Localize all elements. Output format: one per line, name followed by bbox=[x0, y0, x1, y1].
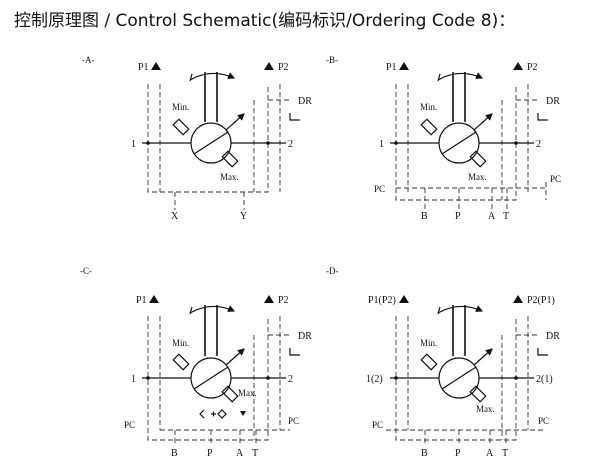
panel-a-p2-label: P2 bbox=[278, 62, 289, 73]
panel-a-p2-triangle bbox=[264, 62, 274, 70]
panel-c-pc-right: PC bbox=[288, 416, 299, 426]
panel-b-port2-label: 2 bbox=[536, 139, 541, 150]
panel-d-drain-symbol bbox=[537, 348, 548, 356]
panel-d-p-label: P bbox=[455, 448, 461, 459]
panel-a-p1-label: P1 bbox=[138, 62, 149, 73]
panel-b-min-piston bbox=[420, 118, 438, 136]
panel-a-p1-triangle bbox=[151, 62, 161, 70]
panel-c-a-label: A bbox=[236, 448, 244, 459]
panel-b-p2-triangle bbox=[513, 62, 523, 70]
panel-b-port1-label: 1 bbox=[379, 139, 384, 150]
panel-b-p2-label: P2 bbox=[527, 62, 538, 73]
panel-c-p2-triangle bbox=[264, 295, 274, 303]
panel-d-p2-triangle bbox=[513, 295, 523, 303]
panel-a-x-label: X bbox=[171, 211, 179, 222]
panel-d-min-label: Min. bbox=[420, 338, 437, 348]
panel-b-pc-left: PC bbox=[374, 184, 385, 194]
panel-c-p-label: P bbox=[207, 448, 213, 459]
panel-d-pc-right: PC bbox=[538, 416, 549, 426]
panel-b-pc-right: PC bbox=[550, 174, 561, 184]
panel-b-frame bbox=[395, 84, 517, 201]
panel-c-p1-label: P1 bbox=[136, 295, 147, 306]
panel-c: -C- P1 P2 Min. Max. 1 2 DR P bbox=[80, 266, 312, 459]
panel-c-rotation-arrow bbox=[189, 305, 236, 314]
panel-c-p2-label: P2 bbox=[278, 295, 289, 306]
panel-d-b-label: B bbox=[421, 448, 428, 459]
panel-d-a-label: A bbox=[486, 448, 494, 459]
panel-a-min-piston bbox=[172, 118, 190, 136]
panel-c-signal-chevron bbox=[199, 409, 205, 419]
panel-b-p1-label: P1 bbox=[386, 62, 397, 73]
panel-d-pc-left: PC bbox=[372, 420, 383, 430]
panel-d-p2-label: P2(P1) bbox=[527, 295, 555, 306]
panel-c-t-label: T bbox=[252, 448, 258, 459]
panel-c-port1-label: 1 bbox=[131, 374, 136, 385]
panel-d-max-label: Max. bbox=[476, 404, 495, 414]
panel-c-min-piston bbox=[172, 353, 190, 371]
panel-a-y-label: Y bbox=[240, 211, 247, 222]
panel-d: -D- P1(P2) P2(P1) Min. Max. 1(2) 2(1) DR… bbox=[326, 266, 560, 459]
panel-a-drain-symbol bbox=[289, 113, 300, 121]
panel-b-b-label: B bbox=[421, 211, 428, 222]
panel-b-t-label: T bbox=[503, 211, 509, 222]
panel-c-drain-symbol bbox=[289, 348, 300, 356]
panel-b-tag: -B- bbox=[326, 55, 338, 65]
panel-c-max-piston bbox=[221, 385, 239, 403]
panel-d-port2-label: 2(1) bbox=[536, 374, 553, 385]
panel-c-tag: -C- bbox=[80, 266, 92, 276]
panel-b-max-label: Max. bbox=[468, 172, 487, 182]
panel-c-dr-label: DR bbox=[298, 331, 312, 342]
panel-d-p1-label: P1(P2) bbox=[368, 295, 396, 306]
panel-b-max-piston bbox=[469, 150, 487, 168]
panel-a-port1-label: 1 bbox=[131, 139, 136, 150]
panel-c-signal-diamond bbox=[217, 409, 227, 419]
panel-c-min-label: Min. bbox=[172, 338, 189, 348]
panel-d-max-piston bbox=[469, 385, 487, 403]
panel-c-signal-triangle bbox=[240, 411, 246, 416]
panel-a-dr-label: DR bbox=[298, 96, 312, 107]
panel-c-max-label: Max. bbox=[238, 388, 257, 398]
panel-b-rotation-arrow bbox=[437, 72, 484, 81]
panel-a: -A- P1 P2 Min. Max. 1 2 DR bbox=[82, 55, 312, 222]
panel-c-port2-label: 2 bbox=[288, 374, 293, 385]
panel-c-b-label: B bbox=[171, 448, 178, 459]
panel-b-a-label: A bbox=[488, 211, 496, 222]
panel-a-tag: -A- bbox=[82, 55, 95, 65]
panel-b-p1-triangle bbox=[399, 62, 409, 70]
panel-d-rotation-arrow bbox=[437, 305, 484, 314]
panel-d-dr-label: DR bbox=[546, 331, 560, 342]
panel-b-drain-symbol bbox=[537, 113, 548, 121]
panel-b-min-label: Min. bbox=[420, 102, 437, 112]
panel-b: -B- P1 P2 Min. Max. 1 2 DR PC PC bbox=[326, 55, 561, 222]
panel-d-p1-triangle bbox=[399, 295, 409, 303]
panel-a-frame bbox=[147, 84, 269, 193]
panel-a-rotation-arrow bbox=[189, 72, 236, 81]
panel-a-port2-label: 2 bbox=[288, 139, 293, 150]
panel-d-port1-label: 1(2) bbox=[366, 374, 383, 385]
panel-c-pc-left: PC bbox=[124, 420, 135, 430]
panel-c-p1-triangle bbox=[149, 295, 159, 303]
panel-a-min-label: Min. bbox=[172, 102, 189, 112]
panel-b-p-label: P bbox=[455, 211, 461, 222]
panel-d-min-piston bbox=[420, 353, 438, 371]
panel-a-max-label: Max. bbox=[220, 172, 239, 182]
panel-b-dr-label: DR bbox=[546, 96, 560, 107]
panel-d-t-label: T bbox=[502, 448, 508, 459]
panel-d-tag: -D- bbox=[326, 266, 339, 276]
page-title: 控制原理图 / Control Schematic(编码标识/Ordering … bbox=[14, 11, 516, 31]
panel-a-max-piston bbox=[221, 150, 239, 168]
